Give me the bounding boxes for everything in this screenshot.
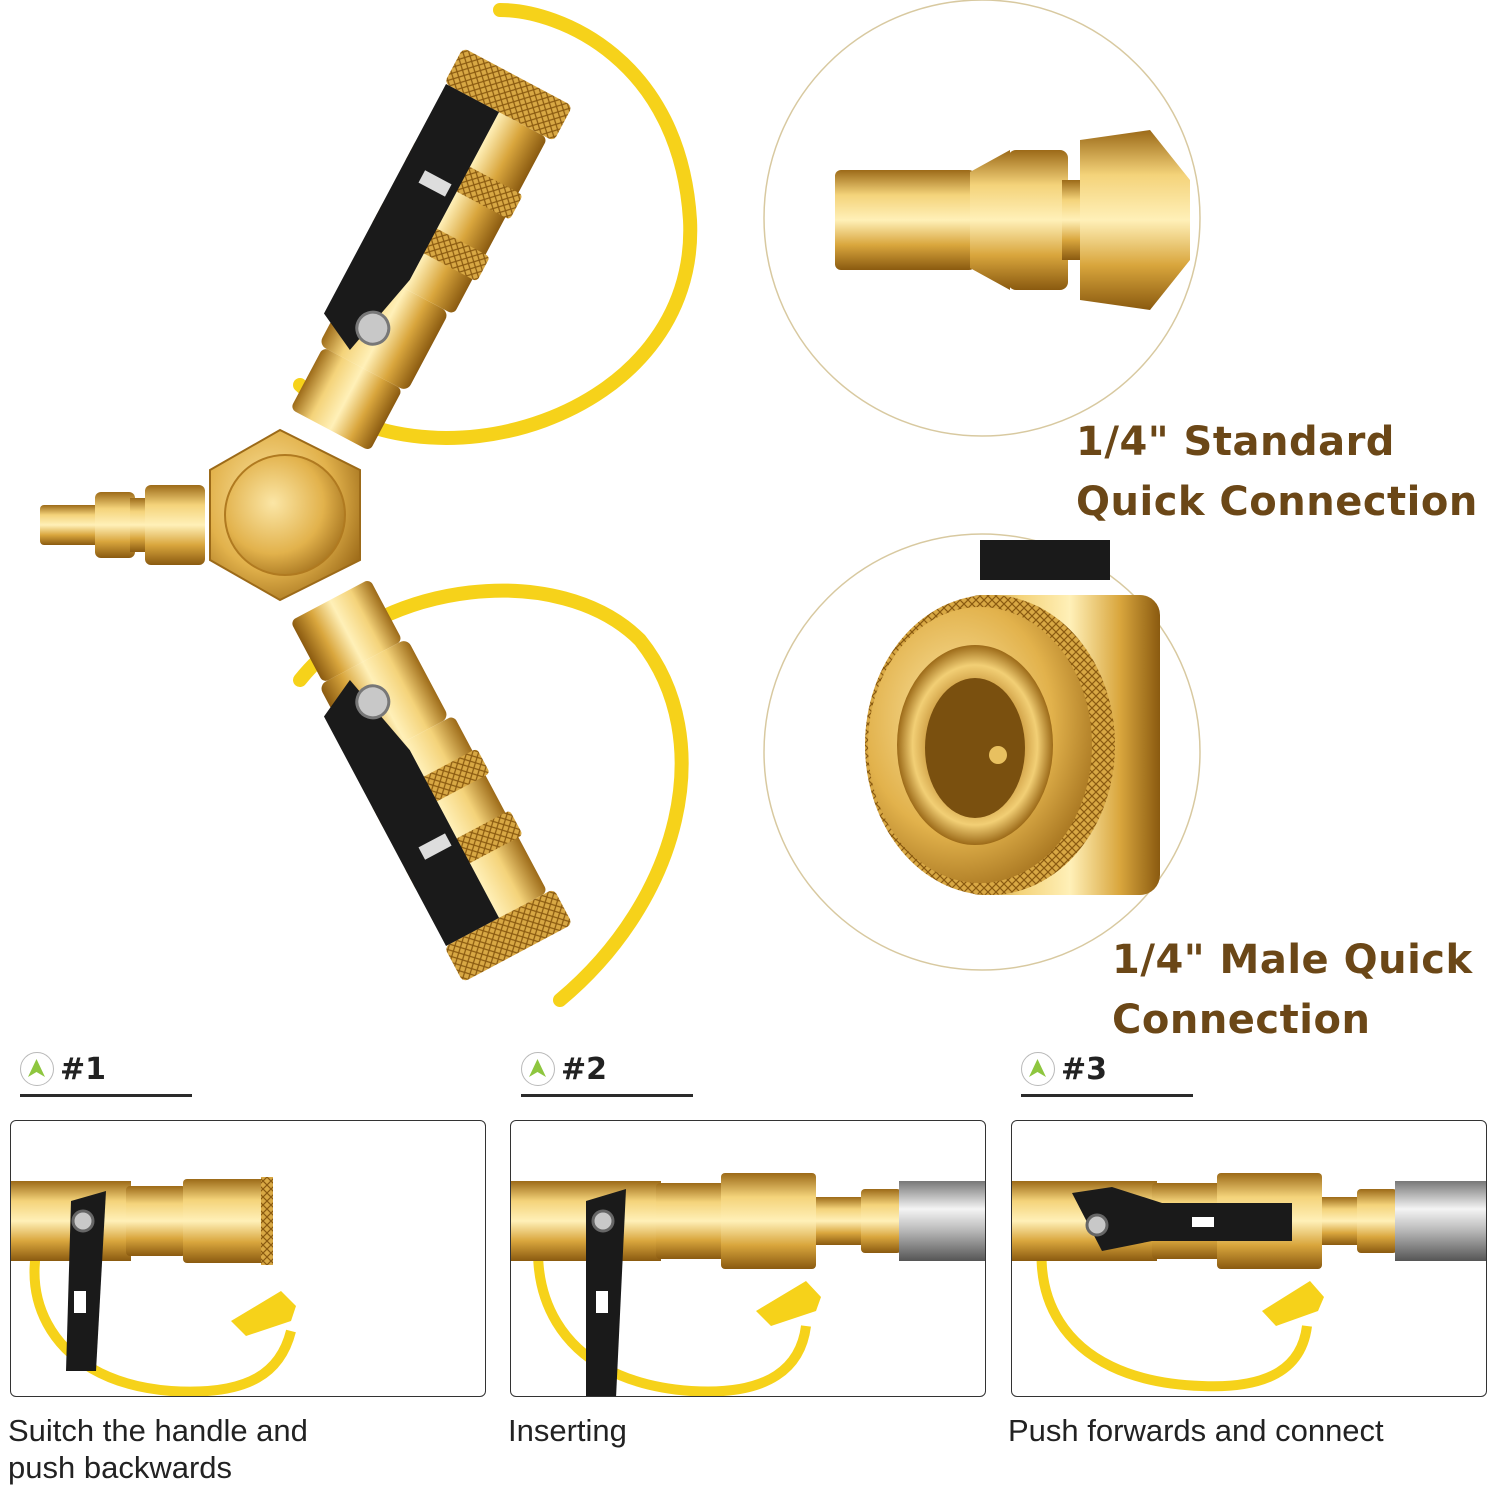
step-1-image: [10, 1120, 486, 1397]
socket-closeup: [865, 540, 1160, 895]
dust-cap-strap-lower: [293, 583, 689, 1007]
step-1-underline: [20, 1094, 192, 1097]
step-1-header: #1: [20, 1048, 200, 1100]
standard-label-line1: 1/4" Standard: [1076, 419, 1395, 465]
step-2-caption: Inserting: [508, 1412, 988, 1449]
male-connection-label: 1/4" Male Quick Connection: [1112, 930, 1473, 1050]
male-plug-left: [40, 485, 205, 565]
step-2-image: [510, 1120, 986, 1397]
step-2-underline: [521, 1094, 693, 1097]
step-2-header: #2: [521, 1048, 701, 1100]
standard-plug-closeup: [835, 130, 1190, 310]
step-3-underline: [1021, 1094, 1193, 1097]
lower-arm: [292, 580, 571, 981]
step-1-caption-line1: Suitch the handle and: [8, 1413, 308, 1448]
up-arrow-badge-icon: [521, 1052, 555, 1086]
upper-arm: [292, 49, 571, 450]
up-arrow-badge-icon: [20, 1052, 54, 1086]
screw-icon: [355, 684, 391, 720]
step-2-caption-line1: Inserting: [508, 1413, 627, 1448]
step-1-number: #1: [60, 1052, 107, 1087]
step-2-number: #2: [561, 1052, 608, 1087]
male-label-line2: Connection: [1112, 997, 1371, 1043]
dust-cap-strap-upper: [293, 3, 698, 445]
product-illustration: [40, 0, 1201, 1007]
step-3-image: [1011, 1120, 1487, 1397]
step-3-caption-line1: Push forwards and connect: [1008, 1413, 1384, 1448]
screw-icon: [355, 310, 391, 346]
male-label-line1: 1/4" Male Quick: [1112, 937, 1473, 983]
standard-connection-label: 1/4" Standard Quick Connection: [1076, 412, 1478, 532]
standard-label-line2: Quick Connection: [1076, 479, 1478, 525]
up-arrow-badge-icon: [1021, 1052, 1055, 1086]
step-3-caption: Push forwards and connect: [1008, 1412, 1488, 1449]
step-3-header: #3: [1021, 1048, 1201, 1100]
step-3-number: #3: [1061, 1052, 1108, 1087]
step-1-caption-line2: push backwards: [8, 1450, 233, 1485]
step-1-caption: Suitch the handle and push backwards: [8, 1412, 488, 1486]
